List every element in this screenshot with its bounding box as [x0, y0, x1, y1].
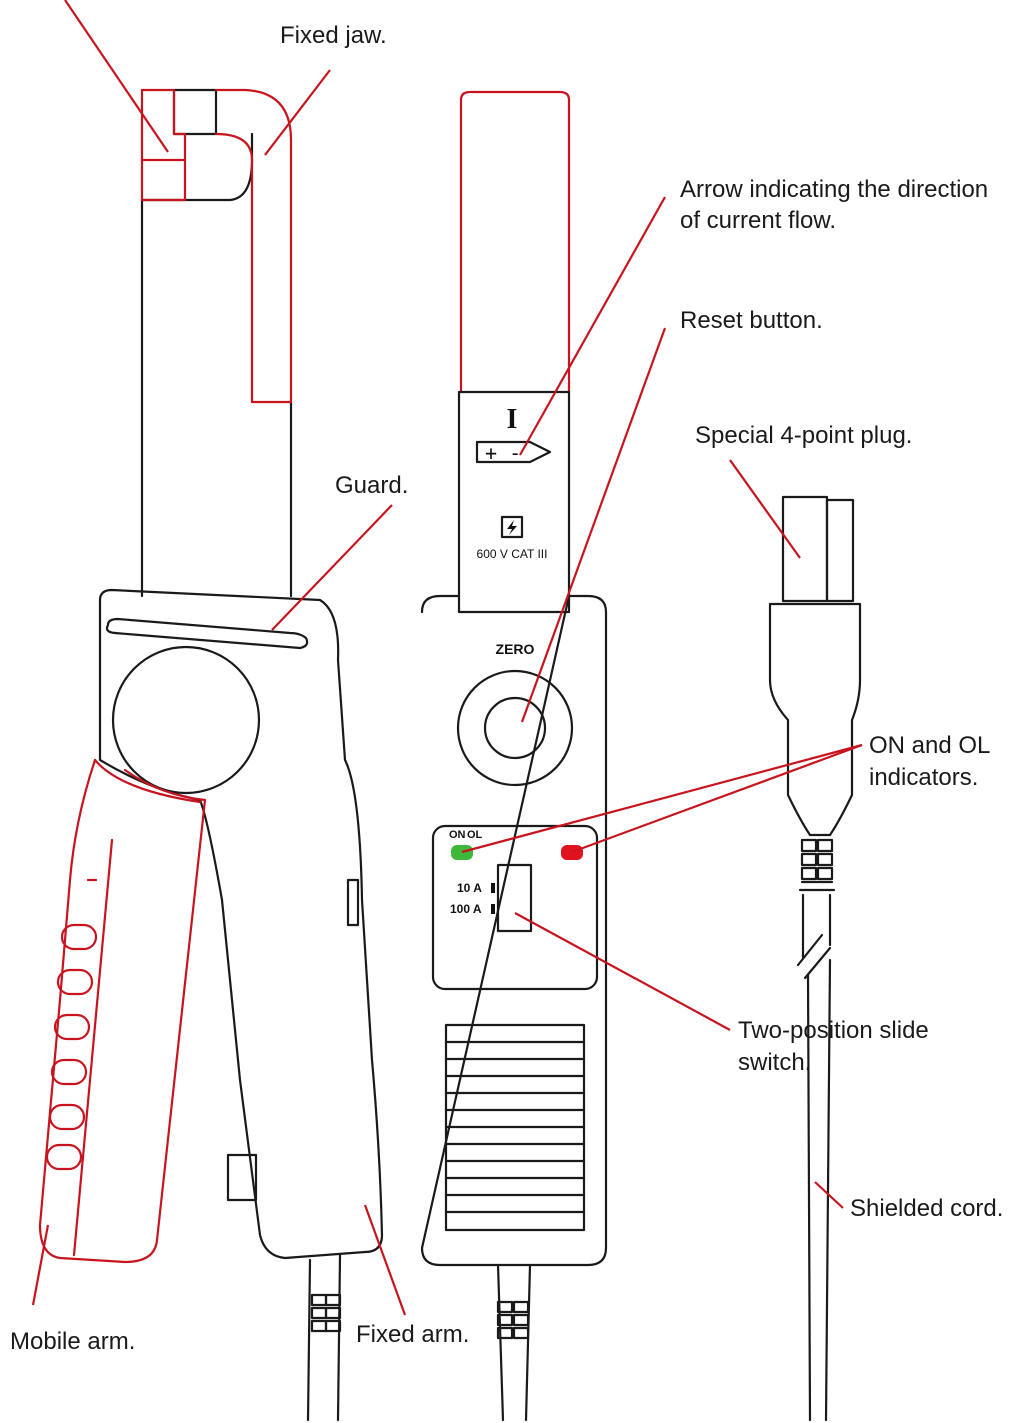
lightning-icon: [500, 515, 524, 539]
arrow-signs: + -: [485, 441, 521, 465]
clamp-front-view: I + - 600 V CAT III ZERO ON OL 10 A 100 …: [420, 90, 608, 1422]
plug-body: [768, 602, 862, 837]
label-arrow-line1: Arrow indicating the direction: [680, 176, 988, 203]
rating-label: 600 V CAT III: [477, 547, 548, 561]
vent-grille: [444, 1023, 586, 1232]
plug-strain-relief: [798, 838, 836, 892]
label-indicators-line2: indicators.: [869, 764, 978, 791]
label-slide-line2: switch.: [738, 1049, 811, 1076]
range-100a-label: 100 A: [450, 902, 482, 916]
label-plug: Special 4-point plug.: [695, 422, 912, 449]
label-indicators-line1: ON and OL: [869, 732, 990, 759]
on-label: ON: [449, 829, 466, 841]
label-fixed-jaw: Fixed jaw.: [280, 22, 387, 49]
fixed-jaw: [214, 88, 293, 404]
range-slide-switch[interactable]: [496, 863, 533, 933]
label-reset-button: Reset button.: [680, 307, 823, 334]
label-shielded-cord: Shielded cord.: [850, 1195, 1003, 1222]
label-guard: Guard.: [335, 472, 408, 499]
grip-ribs: [45, 878, 98, 1171]
ol-led: [561, 845, 583, 860]
shielded-cord: [806, 973, 812, 1422]
current-direction-arrow-icon: [475, 440, 552, 464]
cable-strain-relief: [310, 1293, 342, 1333]
label-fixed-arm: Fixed arm.: [356, 1321, 469, 1348]
ol-label: OL: [467, 829, 483, 841]
guard: [105, 617, 309, 650]
mobile-arm: [38, 758, 207, 1264]
front-cable-strain-relief: [496, 1300, 530, 1340]
fixed-arm: [98, 588, 384, 1260]
reset-button[interactable]: [483, 696, 547, 760]
zero-label: ZERO: [496, 641, 535, 657]
label-mobile-arm: Mobile arm.: [10, 1328, 135, 1355]
indicator-panel: [431, 824, 599, 991]
front-body: [420, 594, 608, 1267]
label-arrow-line2: of current flow.: [680, 207, 836, 234]
on-led: [451, 845, 473, 860]
rating-panel: [457, 390, 571, 614]
labels: Fixed jaw. Arrow indicating the directio…: [10, 22, 1003, 1355]
label-slide-line1: Two-position slide: [738, 1017, 929, 1044]
plug-prong: [781, 495, 829, 603]
current-symbol: I: [507, 404, 518, 435]
callout-lines: [31, 0, 863, 1316]
clamp-side-view: [38, 88, 384, 1422]
range-10a-label: 10 A: [457, 881, 482, 895]
plug-and-cord: [768, 495, 862, 1422]
